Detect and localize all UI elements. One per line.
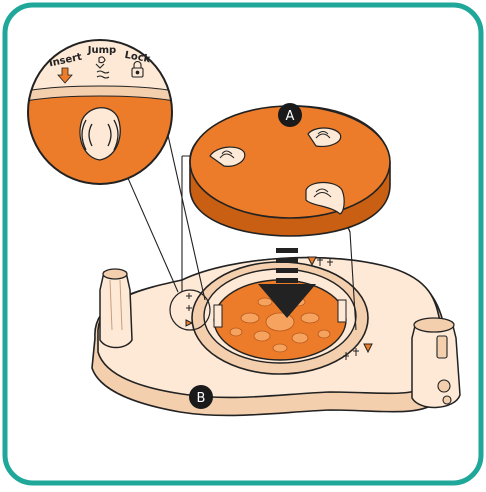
marker-b: B bbox=[189, 385, 213, 409]
marker-b-label: B bbox=[197, 391, 206, 406]
ring-clip-left bbox=[214, 305, 222, 327]
step-jump-label: Jump bbox=[87, 45, 116, 56]
left-post-top bbox=[103, 269, 127, 279]
marker-a-label: A bbox=[286, 109, 295, 124]
right-post-top bbox=[414, 318, 454, 332]
right-post bbox=[412, 322, 460, 407]
right-post-panel bbox=[437, 336, 447, 358]
marker-a: A bbox=[278, 103, 302, 127]
left-post bbox=[100, 272, 132, 348]
right-post-button bbox=[438, 380, 450, 392]
ring-clip-right bbox=[338, 300, 346, 322]
right-post-button-small bbox=[443, 396, 451, 404]
